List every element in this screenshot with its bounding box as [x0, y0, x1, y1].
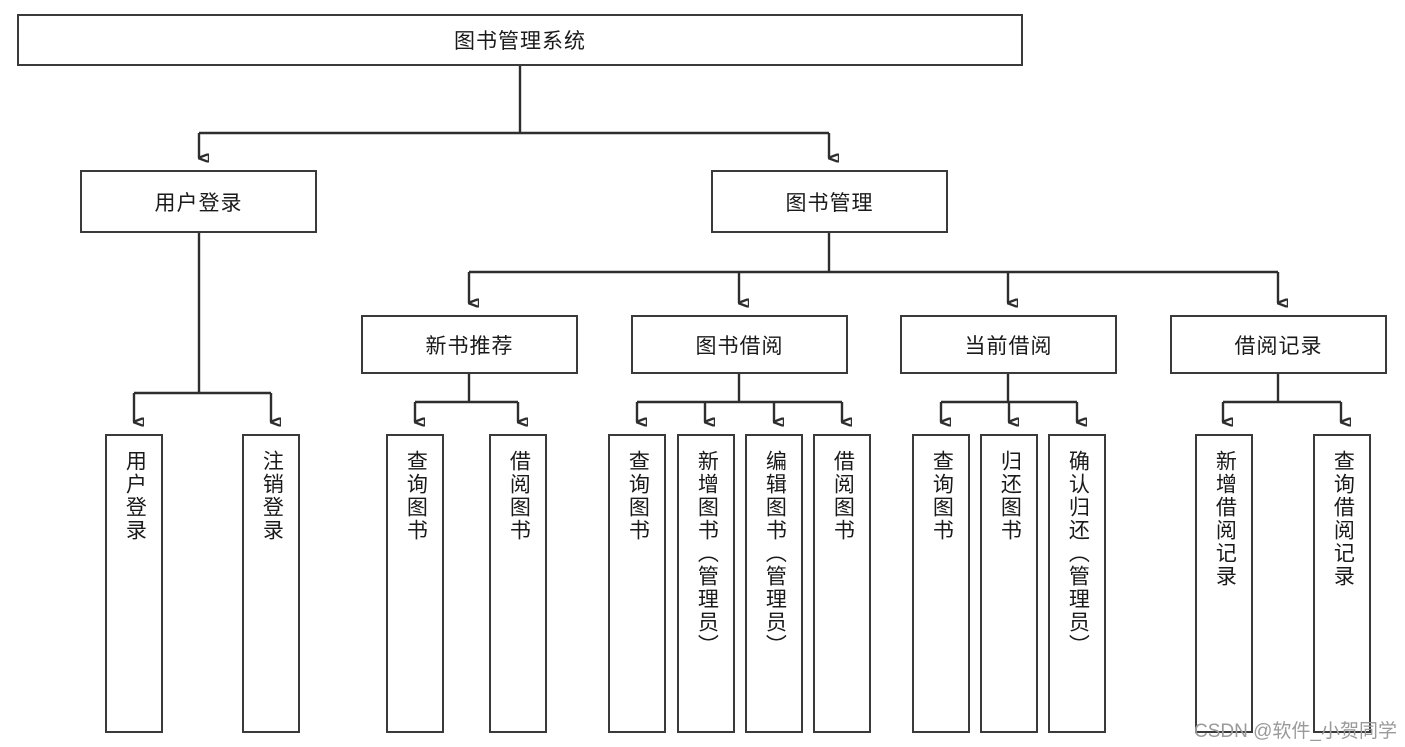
leaf-query-book-2-label: 查询图书: [626, 450, 650, 542]
leaf-edit-book[interactable]: 编辑图书（管理员）: [745, 434, 803, 733]
leaf-borrow-book-1[interactable]: 借阅图书: [489, 434, 547, 733]
node-current-borrow-label: 当前借阅: [964, 334, 1053, 358]
leaf-add-record[interactable]: 新增借阅记录: [1195, 434, 1253, 733]
leaf-add-record-label: 新增借阅记录: [1213, 450, 1237, 588]
watermark: CSDN @软件_小贺同学: [1194, 721, 1397, 742]
node-user-login-label: 用户登录: [154, 191, 243, 215]
node-current-borrow[interactable]: 当前借阅: [900, 315, 1117, 374]
leaf-logout-login-label: 注销登录: [260, 450, 284, 542]
leaf-confirm-return[interactable]: 确认归还（管理员）: [1048, 434, 1106, 733]
leaf-return-book[interactable]: 归还图书: [980, 434, 1038, 733]
node-user-login[interactable]: 用户登录: [80, 170, 317, 233]
leaf-borrow-book-1-label: 借阅图书: [507, 450, 531, 542]
leaf-query-book-3[interactable]: 查询图书: [912, 434, 970, 733]
node-book-manage[interactable]: 图书管理: [711, 170, 948, 233]
leaf-user-login-label: 用户登录: [123, 450, 147, 542]
node-new-book-recommend-label: 新书推荐: [425, 334, 514, 358]
leaf-add-book[interactable]: 新增图书（管理员）: [677, 434, 735, 733]
leaf-query-book-1-label: 查询图书: [404, 450, 428, 542]
leaf-query-record[interactable]: 查询借阅记录: [1313, 434, 1371, 733]
node-borrow-record[interactable]: 借阅记录: [1170, 315, 1387, 374]
leaf-query-book-2[interactable]: 查询图书: [608, 434, 666, 733]
leaf-confirm-return-label: 确认归还（管理员）: [1066, 450, 1090, 657]
leaf-query-book-1[interactable]: 查询图书: [386, 434, 444, 733]
leaf-borrow-book-2-label: 借阅图书: [831, 450, 855, 542]
node-book-borrow[interactable]: 图书借阅: [631, 315, 848, 374]
node-new-book-recommend[interactable]: 新书推荐: [361, 315, 578, 374]
node-book-manage-label: 图书管理: [785, 191, 874, 215]
leaf-logout-login[interactable]: 注销登录: [242, 434, 300, 733]
leaf-borrow-book-2[interactable]: 借阅图书: [813, 434, 871, 733]
leaf-return-book-label: 归还图书: [998, 450, 1022, 542]
leaf-add-book-label: 新增图书（管理员）: [695, 450, 719, 657]
node-root-label: 图书管理系统: [454, 30, 586, 53]
node-borrow-record-label: 借阅记录: [1234, 334, 1323, 358]
leaf-user-login[interactable]: 用户登录: [105, 434, 163, 733]
node-book-borrow-label: 图书借阅: [695, 334, 784, 358]
leaf-edit-book-label: 编辑图书（管理员）: [763, 450, 787, 657]
leaf-query-record-label: 查询借阅记录: [1331, 450, 1355, 588]
node-root[interactable]: 图书管理系统: [17, 14, 1023, 66]
leaf-query-book-3-label: 查询图书: [930, 450, 954, 542]
